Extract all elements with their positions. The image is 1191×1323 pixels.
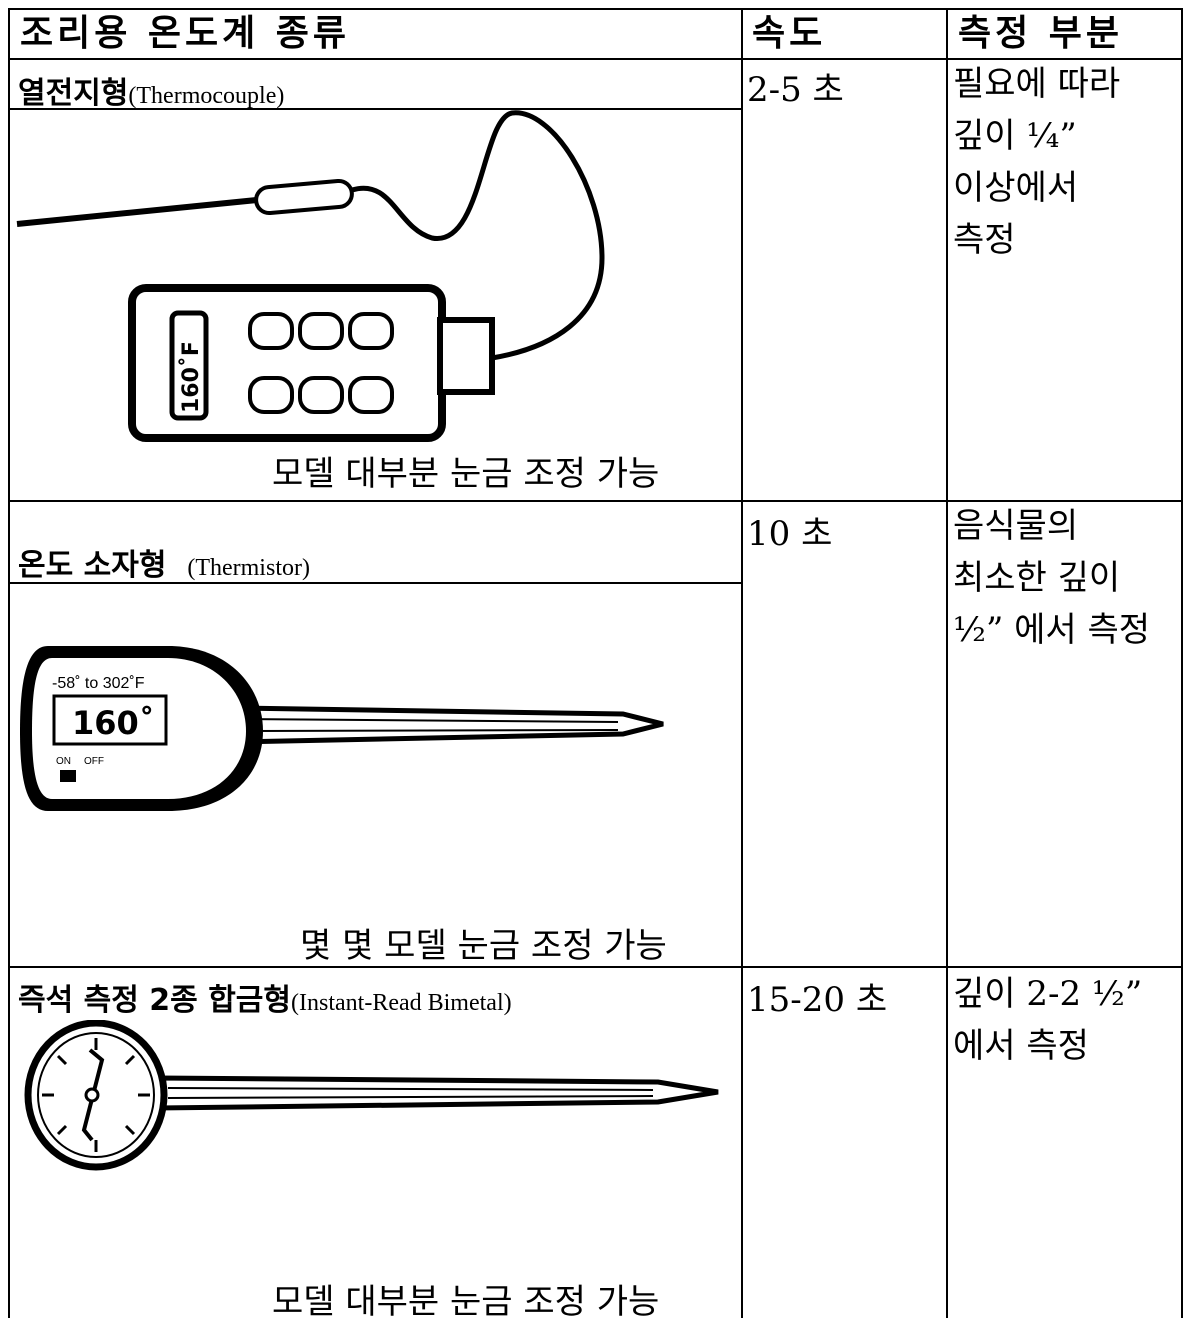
thermocouple-button [298, 312, 344, 350]
header-type: 조리용 온도계 종류 [20, 13, 351, 54]
thermistor-range-text: -58˚ to 302˚F [52, 675, 145, 692]
bimetal-illustration [24, 1020, 719, 1171]
column-divider-speed [741, 10, 743, 1318]
thermocouple-illustration: 160˚F [16, 110, 605, 442]
row-divider-1 [10, 500, 1181, 502]
thermometer-table [8, 8, 1183, 1318]
row3-calibration: 모델 대부분 눈금 조정 가능 [272, 1282, 660, 1322]
thermocouple-button [348, 312, 394, 350]
thermistor-display [52, 694, 168, 746]
header-divider [10, 58, 1181, 60]
row2-calibration: 몇 몇 모델 눈금 조정 가능 [300, 926, 667, 966]
row1-type-name: 열전지형(Thermocouple) [18, 68, 284, 112]
row-divider-2 [10, 966, 1181, 968]
thermocouple-button [298, 376, 344, 414]
thermistor-off-label: OFF [84, 756, 104, 767]
row1-name-ko: 열전지형 [18, 76, 129, 111]
row2-measure: 음식물의 최소한 깊이 ½” 에서 측정 [953, 506, 1151, 650]
row2-name-en: (Thermistor) [187, 555, 310, 581]
row1-calibration: 모델 대부분 눈금 조정 가능 [272, 454, 660, 494]
row1-speed: 2-5 초 [747, 70, 844, 110]
thermocouple-display-reading: 160˚F [179, 341, 204, 413]
thermistor-on-label: ON [56, 756, 71, 767]
row1-name-en: (Thermocouple) [128, 83, 285, 109]
row2-type-name: 온도 소자형 (Thermistor) [18, 540, 310, 584]
row3-name-en: (Instant-Read Bimetal) [291, 990, 512, 1016]
row3-type-name: 즉석 측정 2종 합금형(Instant-Read Bimetal) [18, 975, 512, 1019]
thermocouple-button [348, 376, 394, 414]
name-underline-2 [10, 582, 741, 584]
thermistor-switch [60, 770, 76, 782]
thermistor-illustration: -58˚ to 302˚F 160˚ ON OFF [20, 646, 664, 811]
row2-name-ko: 온도 소자형 [18, 548, 167, 583]
row1-measure: 필요에 따라 깊이 ¼” 이상에서 측정 [953, 64, 1121, 260]
column-divider-measure [946, 10, 948, 1318]
thermistor-display-reading: 160˚ [72, 704, 155, 742]
name-underline-1 [10, 108, 741, 110]
header-speed: 속도 [752, 13, 827, 54]
header-measure: 측정 부분 [958, 13, 1124, 54]
row3-measure: 깊이 2-2 ½” 에서 측정 [953, 974, 1143, 1066]
row3-name-ko: 즉석 측정 2종 합금형 [18, 983, 292, 1018]
thermocouple-button [248, 312, 294, 350]
row3-speed: 15-20 초 [747, 980, 888, 1020]
row2-speed: 10 초 [747, 514, 833, 554]
thermocouple-button [248, 376, 294, 414]
